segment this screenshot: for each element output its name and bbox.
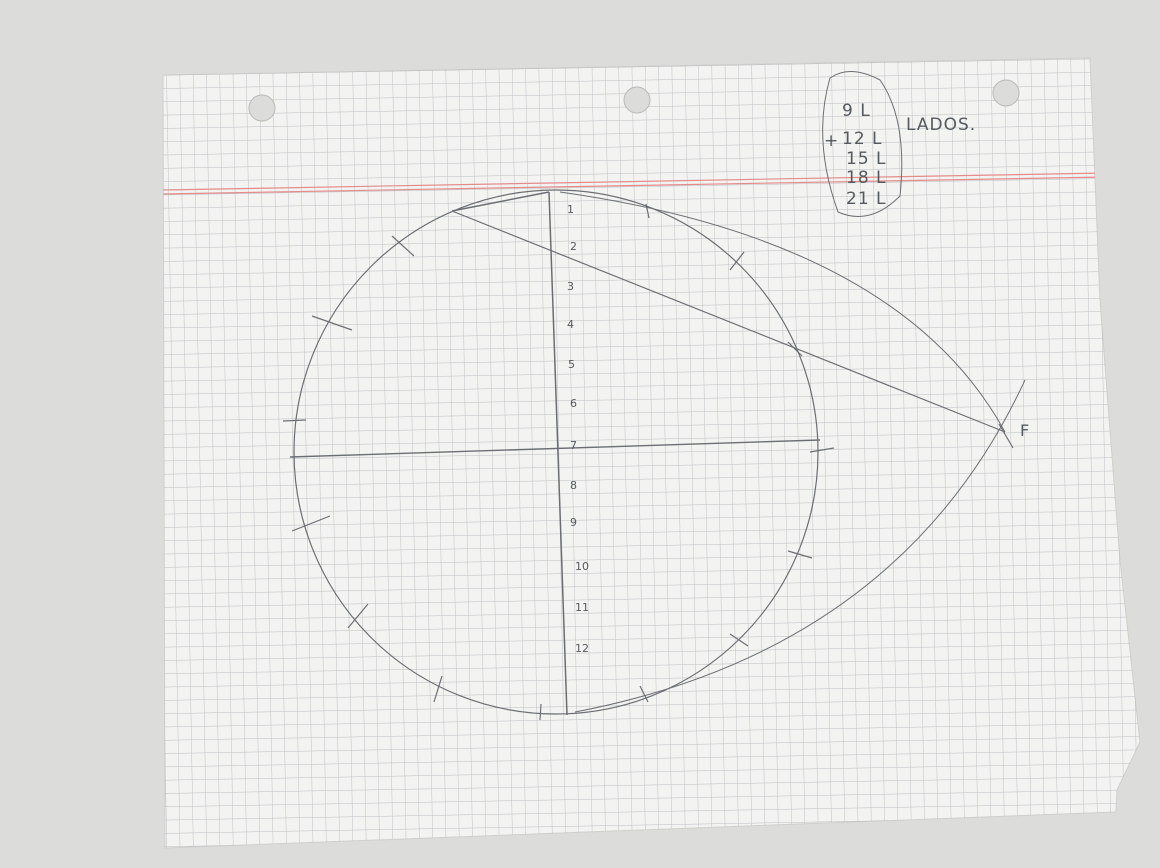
circle (293, 189, 819, 715)
ticks (433, 675, 443, 703)
ticks (291, 515, 331, 532)
horizontal-diameter (289, 439, 821, 458)
ticks (645, 203, 650, 219)
pencil-drawing (282, 71, 1026, 721)
construction-arc (559, 191, 1006, 433)
margin-line (163, 172, 1106, 191)
scale-number: 3 (567, 280, 574, 293)
scale-number: 7 (570, 439, 577, 452)
punch-hole (992, 79, 1020, 107)
scale-number: 6 (570, 397, 577, 410)
note-item: 9 L (842, 101, 871, 121)
punch-hole (623, 86, 651, 114)
ticks (998, 423, 1014, 449)
ticks (809, 447, 835, 453)
scale-number: 11 (575, 601, 589, 614)
scale-numbers: 1 2 3 4 5 6 7 8 9 10 11 12 (567, 203, 589, 655)
punch-hole (248, 94, 276, 122)
ticks (391, 235, 415, 257)
scale-number: 12 (575, 642, 589, 655)
scale-number: 10 (575, 560, 589, 573)
point-label: F (1020, 421, 1029, 440)
note-item: 12 L (842, 129, 883, 149)
vertical-diameter (548, 191, 568, 716)
ticks (729, 633, 749, 647)
ticks (282, 419, 307, 422)
oval-around-note (822, 71, 903, 217)
ticks (539, 703, 542, 721)
note-mark: + (824, 131, 839, 151)
scale-number: 8 (570, 479, 577, 492)
chord-line (451, 191, 550, 212)
ticks (787, 341, 803, 357)
construction-arc (574, 379, 1026, 713)
ticks (639, 685, 649, 703)
handwritten-note: 9 L + 12 L 15 L 18 L 21 L LADOS. (824, 101, 976, 209)
note-item: 21 L (846, 189, 887, 209)
construction-line (451, 210, 1006, 433)
ticks (347, 603, 369, 629)
note-word: LADOS. (906, 115, 976, 135)
note-item: 15 L (846, 149, 887, 169)
note-item: 18 L (846, 168, 887, 188)
ticks (729, 251, 745, 271)
scale-number: 9 (570, 516, 577, 529)
scale-number: 2 (570, 240, 577, 253)
graph-paper-sheet (162, 57, 1141, 849)
ticks (311, 315, 353, 331)
ticks (787, 550, 813, 559)
scale-number: 4 (567, 318, 574, 331)
scale-number: 1 (567, 203, 574, 216)
scale-number: 5 (568, 358, 575, 371)
margin-line (163, 176, 1106, 195)
